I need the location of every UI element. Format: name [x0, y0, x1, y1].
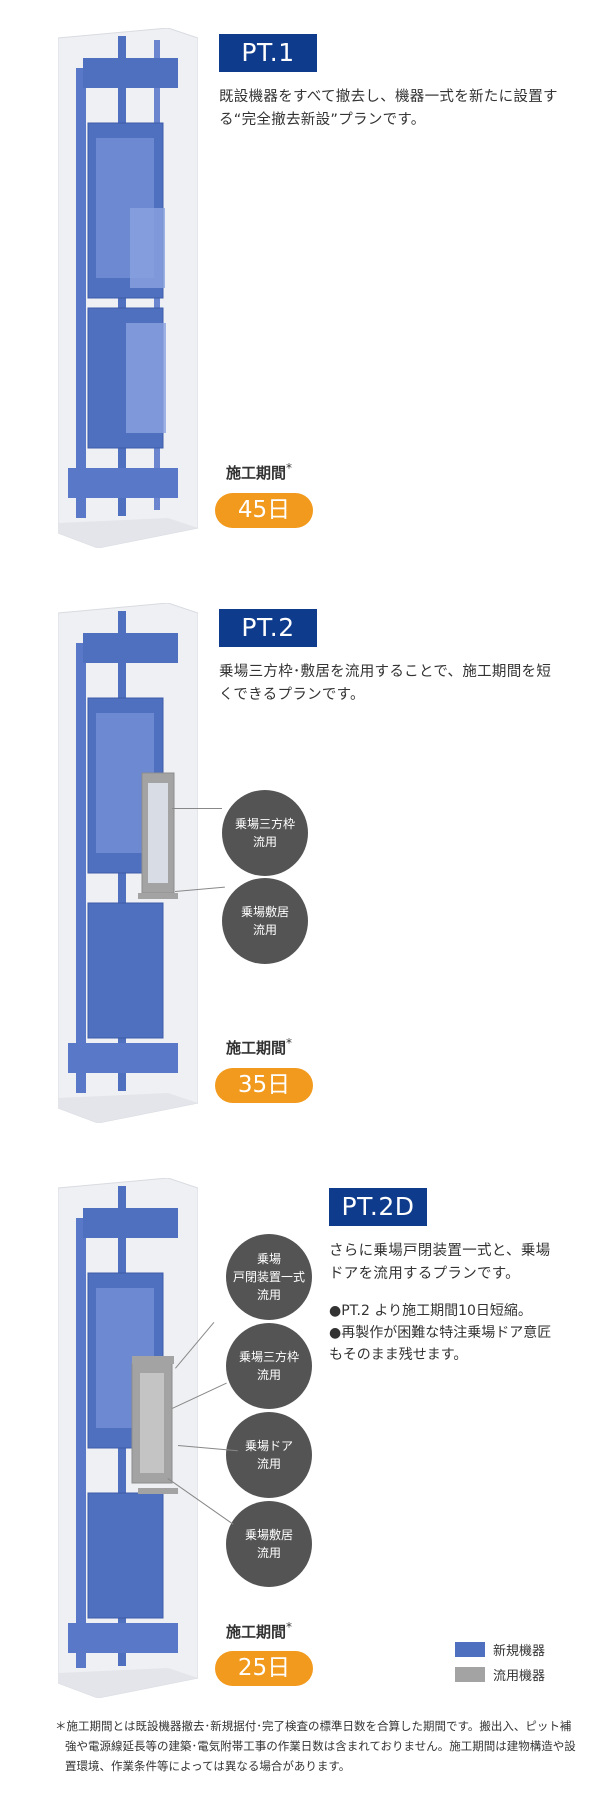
asterisk-mark: * [286, 1036, 293, 1050]
plan-pt2d: PT.2D さらに乗場戸閉装置一式と、乗場ドアを流用するプランです。 ●PT.2… [0, 1178, 611, 1698]
elevator-shaft-illustration [58, 603, 198, 1123]
construction-period-label: 施工期間* [226, 1620, 293, 1641]
asterisk-mark: * [286, 1620, 293, 1634]
elevator-shaft-illustration [58, 28, 198, 548]
callout-bubble-landing-door: 乗場ドア 流用 [226, 1412, 312, 1498]
construction-period-value: 35日 [215, 1068, 313, 1103]
construction-period-label: 施工期間* [226, 1036, 293, 1057]
leader-line [172, 808, 222, 809]
plan-badge: PT.2 [219, 609, 317, 647]
benefit-bullet: ●PT.2 より施工期間10日短縮。 [329, 1303, 532, 1319]
footnote: ＊施工期間とは既設機器撤去･新規据付･完了検査の標準日数を合算した期間です。搬出… [55, 1716, 580, 1776]
elevator-pt2-graphic [58, 603, 198, 1123]
callout-bubble-landing-frame: 乗場三方枠 流用 [226, 1323, 312, 1409]
construction-period-value: 25日 [215, 1651, 313, 1686]
callout-bubble-landing-sill: 乗場敷居 流用 [222, 878, 308, 964]
footnote-text: ＊施工期間とは既設機器撤去･新規据付･完了検査の標準日数を合算した期間です。搬出… [55, 1719, 576, 1773]
legend-swatch-gray [455, 1667, 485, 1682]
plan-badge: PT.1 [219, 34, 317, 72]
callout-bubble-landing-frame: 乗場三方枠 流用 [222, 790, 308, 876]
plan-description: 既設機器をすべて撤去し、機器一式を新たに設置する“完全撤去新設”プランです。 [219, 89, 558, 128]
elevator-pt1-graphic [58, 28, 198, 548]
callout-bubble-landing-sill: 乗場敷居 流用 [226, 1501, 312, 1587]
construction-period-value: 45日 [215, 493, 313, 528]
elevator-shaft-illustration [58, 1178, 198, 1698]
elevator-pt2d-graphic [58, 1178, 198, 1698]
benefit-bullet: ●再製作が困難な特注乗場ドア意匠もそのまま残せます。 [329, 1325, 552, 1363]
construction-period-label: 施工期間* [226, 461, 293, 482]
legend-new-equipment: 新規機器 [455, 1640, 545, 1659]
plan-badge: PT.2D [329, 1188, 427, 1226]
plan-pt1: PT.1 既設機器をすべて撤去し、機器一式を新たに設置する“完全撤去新設”プラン… [0, 28, 611, 568]
callout-bubble-door-operator: 乗場 戸閉装置一式 流用 [226, 1234, 312, 1320]
plan-description: さらに乗場戸閉装置一式と、乗場ドアを流用するプランです。 [329, 1243, 551, 1282]
legend-swatch-blue [455, 1642, 485, 1657]
asterisk-mark: * [286, 461, 293, 475]
legend-reused-equipment: 流用機器 [455, 1665, 545, 1684]
plan-pt2: PT.2 乗場三方枠･敷居を流用することで、施工期間を短くできるプランです。 乗… [0, 603, 611, 1143]
legend-label: 新規機器 [493, 1644, 546, 1659]
plan-description: 乗場三方枠･敷居を流用することで、施工期間を短くできるプランです。 [219, 664, 552, 703]
legend-label: 流用機器 [493, 1669, 546, 1684]
